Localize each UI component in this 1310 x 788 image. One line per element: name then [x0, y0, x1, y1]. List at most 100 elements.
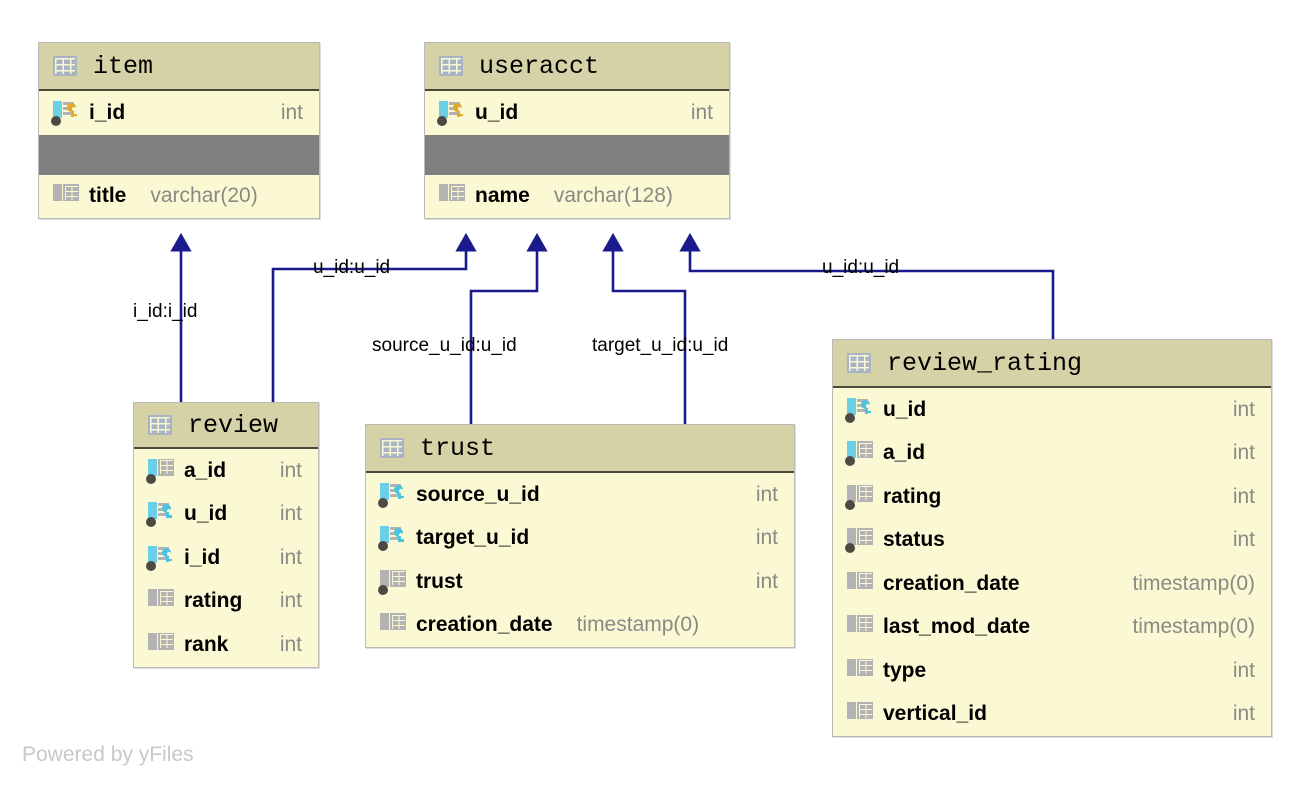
edge-label-review-useracct: u_id:u_id: [313, 257, 391, 278]
column-row-name[interactable]: name varchar(128): [425, 175, 729, 219]
column-row-trust[interactable]: trust int: [366, 560, 794, 604]
column-type: int: [755, 569, 778, 593]
foreign-key-icon: [146, 501, 176, 528]
column-type: int: [690, 100, 713, 124]
column-name: vertical_id: [883, 702, 987, 726]
column-name: i_id: [89, 100, 126, 124]
column-type: int: [279, 502, 302, 526]
table-grid-icon: [439, 56, 463, 76]
table-grid-icon: [380, 438, 404, 458]
column-row-rank[interactable]: rank int: [134, 623, 318, 667]
column-name: status: [883, 528, 945, 552]
column-grid-icon: [146, 632, 176, 658]
table-header-item: item: [39, 43, 319, 91]
table-title: trust: [420, 433, 496, 463]
column-grid-icon: [437, 183, 467, 209]
column-type: int: [1232, 528, 1255, 552]
column-row-i-id[interactable]: i_id int: [134, 536, 318, 580]
primary-key-icon: [437, 100, 467, 126]
column-grid-icon: [51, 183, 81, 209]
column-name: a_id: [883, 441, 926, 465]
table-title: review_rating: [887, 348, 1083, 378]
column-name: type: [883, 658, 927, 682]
column-type: int: [1232, 658, 1255, 682]
yfiles-watermark: Powered by yFiles: [22, 743, 194, 766]
column-row-rating[interactable]: rating int: [833, 475, 1271, 519]
column-name: creation_date: [883, 571, 1020, 595]
column-row-last-mod-date[interactable]: last_mod_date timestamp(0): [833, 606, 1271, 650]
column-type: int: [755, 526, 778, 550]
column-type: int: [1232, 484, 1255, 508]
column-type: int: [1232, 702, 1255, 726]
indexed-column-icon: [146, 458, 176, 484]
column-type: int: [279, 632, 302, 656]
column-type: timestamp(0): [576, 613, 700, 637]
column-name: creation_date: [416, 613, 553, 637]
column-name: trust: [416, 569, 463, 593]
column-type: int: [1232, 397, 1255, 421]
column-type: int: [279, 458, 302, 482]
table-node-item[interactable]: item i_id int title varchar(20): [38, 42, 320, 219]
column-grid-icon: [146, 588, 176, 614]
table-node-review-rating[interactable]: review_rating u_id int a_id int rating i…: [832, 339, 1272, 737]
table-title: review: [188, 410, 279, 440]
column-row-status[interactable]: status int: [833, 519, 1271, 563]
column-row-a-id[interactable]: a_id int: [833, 432, 1271, 476]
edge-label-review-item: i_id:i_id: [133, 301, 198, 322]
indexed-column-icon: [845, 440, 875, 467]
column-name: rating: [184, 589, 243, 613]
column-row-i-id[interactable]: i_id int: [39, 91, 319, 135]
column-name: u_id: [184, 502, 228, 526]
column-row-target-u-id[interactable]: target_u_id int: [366, 517, 794, 561]
column-name: source_u_id: [416, 482, 540, 506]
column-row-a-id[interactable]: a_id int: [134, 449, 318, 493]
column-row-u-id[interactable]: u_id int: [134, 493, 318, 537]
column-row-creation-date[interactable]: creation_date timestamp(0): [366, 604, 794, 648]
column-name: i_id: [184, 545, 221, 569]
column-name: u_id: [475, 100, 519, 124]
column-name: last_mod_date: [883, 615, 1031, 639]
column-row-source-u-id[interactable]: source_u_id int: [366, 473, 794, 517]
column-row-vertical-id[interactable]: vertical_id int: [833, 693, 1271, 737]
indexed-column-icon: [845, 484, 875, 510]
foreign-key-icon: [378, 525, 408, 552]
foreign-key-icon: [845, 397, 875, 423]
table-title: item: [93, 51, 154, 81]
column-name: rank: [184, 632, 229, 656]
table-header-trust: trust: [366, 425, 794, 473]
table-grid-icon: [53, 56, 77, 76]
column-type: varchar(20): [150, 184, 258, 208]
column-row-u-id[interactable]: u_id int: [425, 91, 729, 135]
edge-label-trust-source-useracct: source_u_id:u_id: [372, 335, 517, 356]
edge-label-reviewrating-useracct: u_id:u_id: [822, 257, 900, 278]
column-grid-icon: [845, 614, 875, 640]
column-grid-icon: [845, 701, 875, 727]
column-row-type[interactable]: type int: [833, 649, 1271, 693]
column-type: varchar(128): [553, 184, 673, 208]
column-grid-icon: [378, 612, 408, 638]
column-type: int: [755, 482, 778, 506]
collapsed-rows-separator: [39, 134, 319, 175]
column-type: int: [1232, 441, 1255, 465]
collapsed-rows-separator: [425, 134, 729, 175]
edge-label-trust-target-useracct: target_u_id:u_id: [592, 335, 729, 356]
table-node-review[interactable]: review a_id int u_id int i_id: [133, 402, 319, 668]
column-name: rating: [883, 484, 942, 508]
column-grid-icon: [845, 571, 875, 597]
table-grid-icon: [148, 415, 172, 435]
column-name: name: [475, 184, 530, 208]
column-row-u-id[interactable]: u_id int: [833, 388, 1271, 432]
column-type: timestamp(0): [1132, 615, 1255, 639]
table-node-useracct[interactable]: useracct u_id int name varchar(128): [424, 42, 730, 219]
table-header-review: review: [134, 403, 318, 449]
indexed-column-icon: [378, 569, 408, 595]
table-node-trust[interactable]: trust source_u_id int target_u_id int: [365, 424, 795, 648]
column-row-rating[interactable]: rating int: [134, 580, 318, 624]
column-grid-icon: [845, 658, 875, 684]
column-name: u_id: [883, 397, 927, 421]
column-type: int: [280, 100, 303, 124]
column-row-creation-date[interactable]: creation_date timestamp(0): [833, 562, 1271, 606]
column-row-title[interactable]: title varchar(20): [39, 175, 319, 219]
table-header-useracct: useracct: [425, 43, 729, 91]
